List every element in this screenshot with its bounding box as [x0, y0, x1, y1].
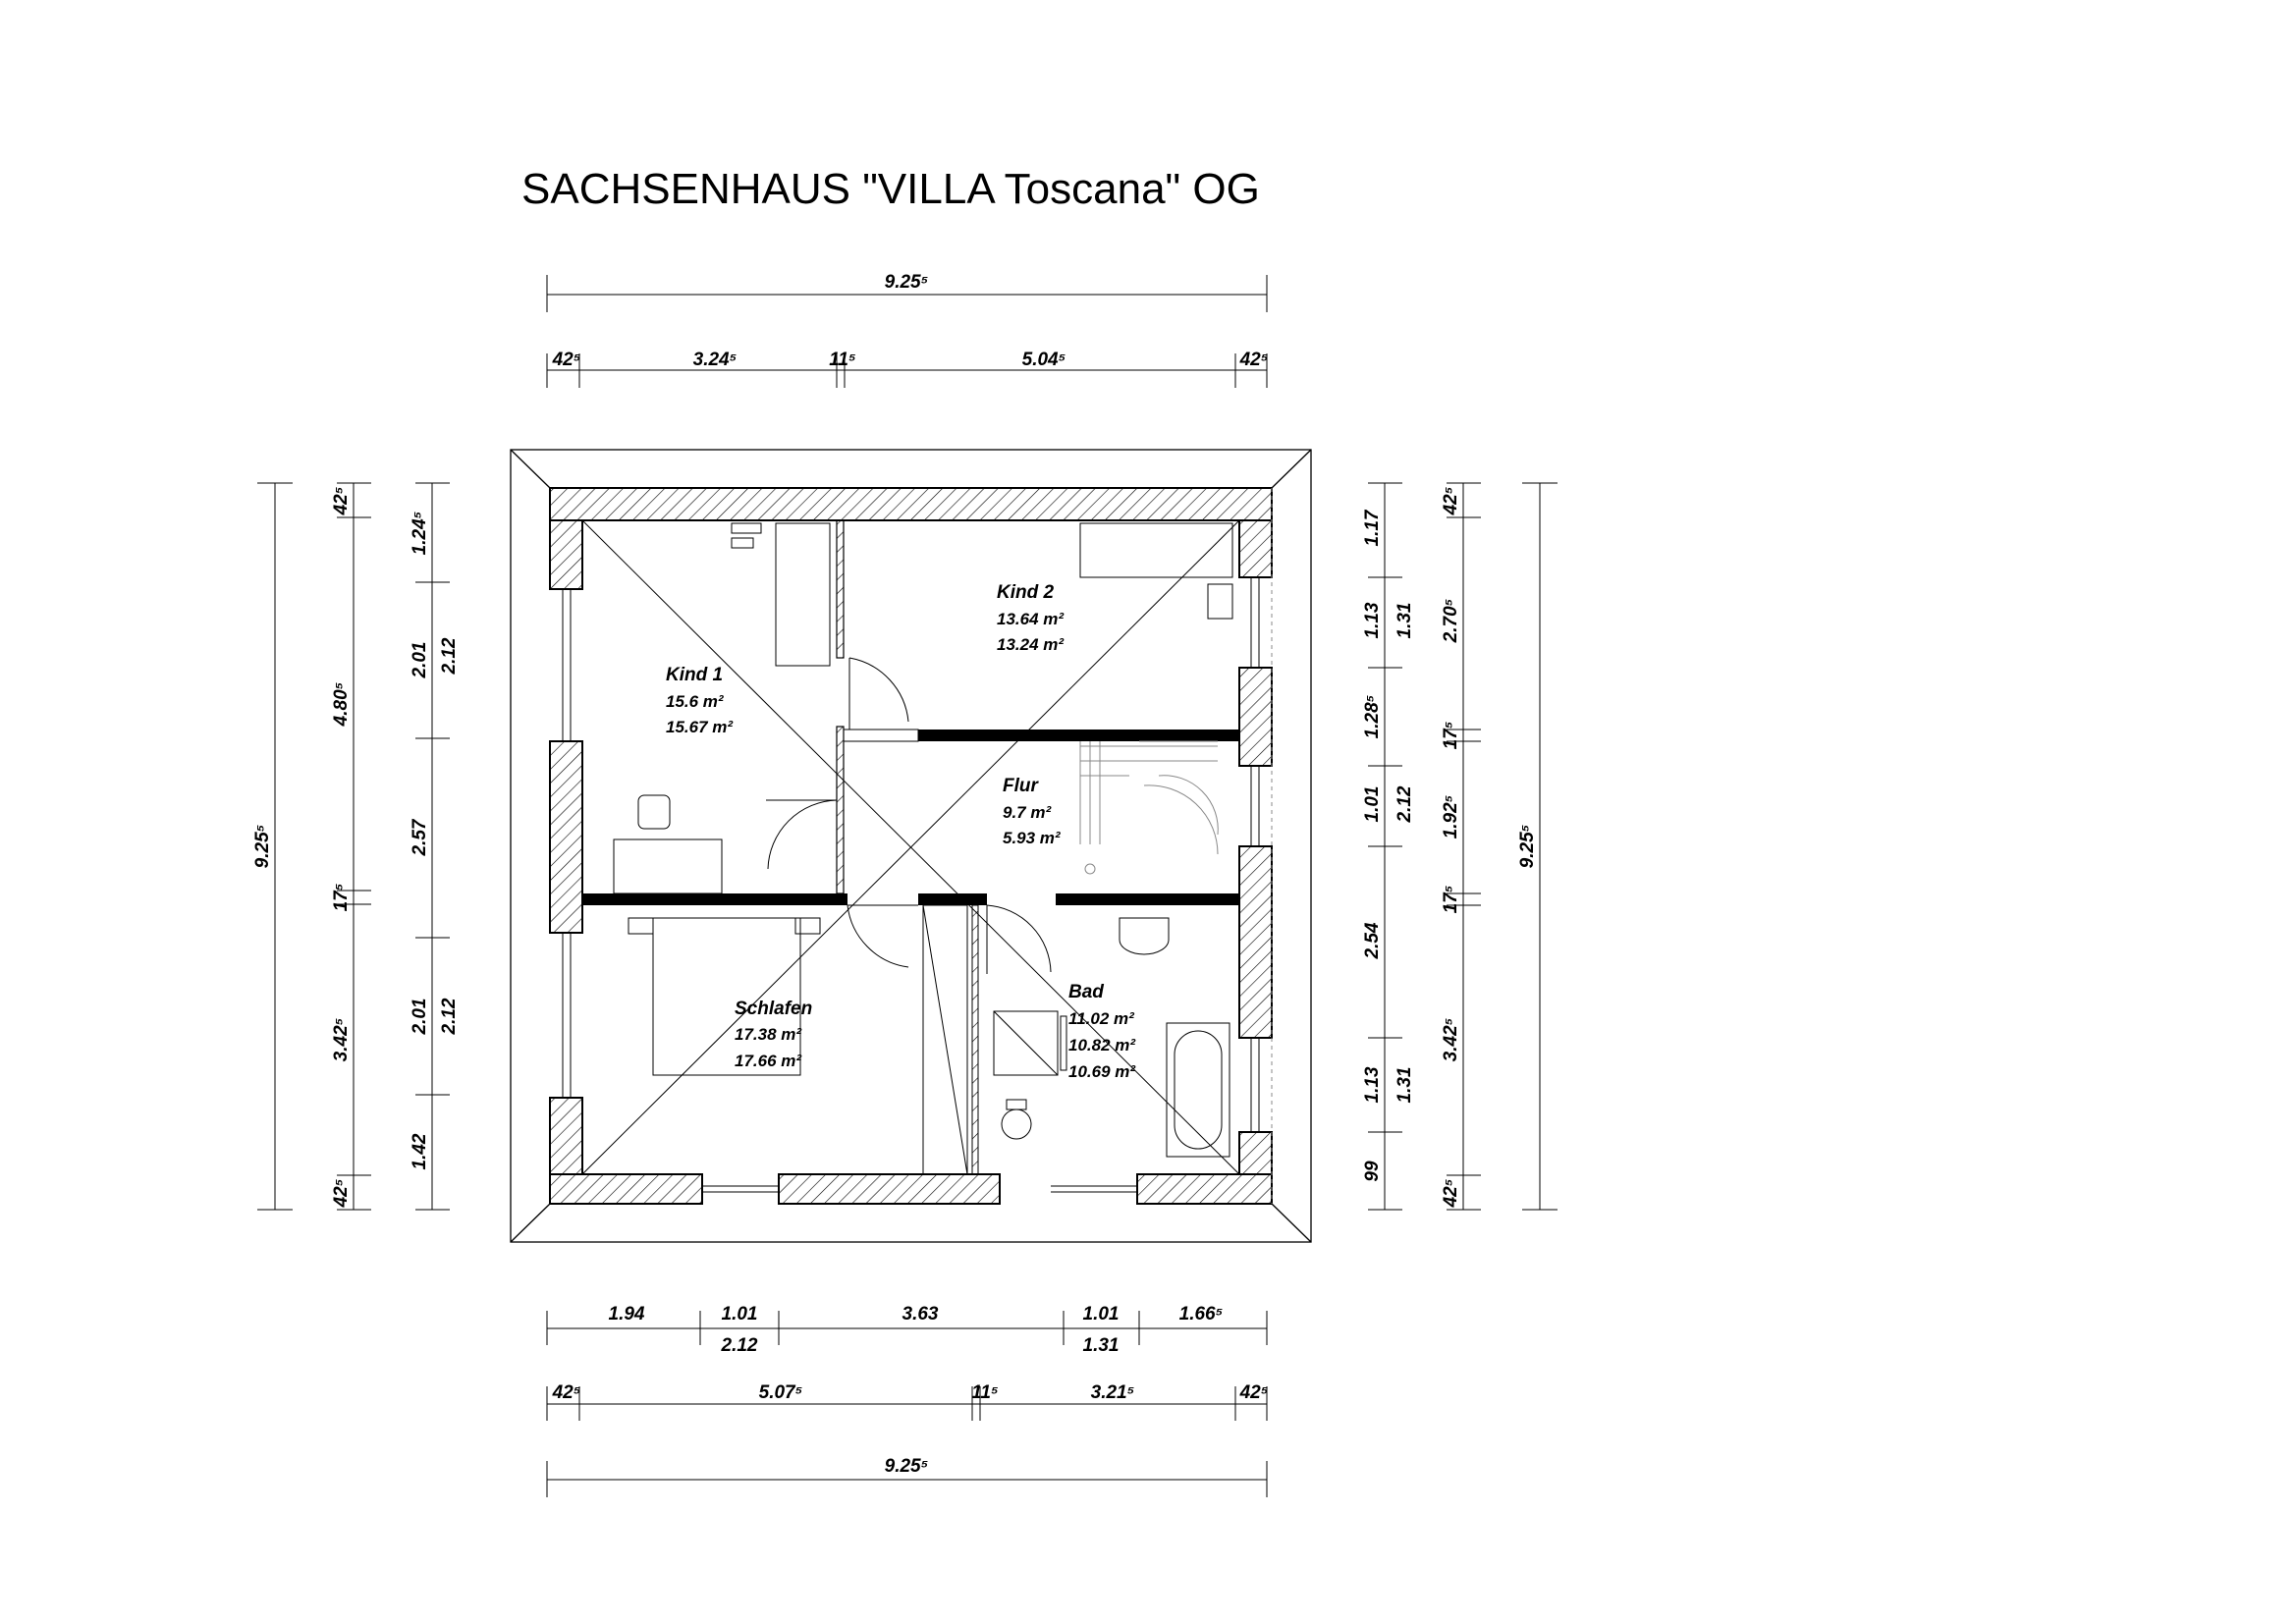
doors	[766, 657, 1052, 1175]
dimension-label: 42⁵	[1441, 487, 1461, 516]
dimension-label: 5.04⁵	[1022, 350, 1066, 370]
dimension-label: 42⁵	[552, 350, 581, 370]
dimension-label: 5.07⁵	[759, 1382, 803, 1403]
dimension-label: 11⁵	[829, 350, 855, 370]
dimension-label: 9.25⁵	[885, 1456, 929, 1477]
dimension-label: 2.70⁵	[1441, 599, 1461, 644]
dimension-label: 3.63	[902, 1304, 939, 1325]
drawing-title: SACHSENHAUS "VILLA Toscana" OG	[521, 165, 1260, 213]
dimension-label: 3.24⁵	[693, 350, 738, 370]
room-kind-1: Kind 1 15.6 m² 15.67 m²	[666, 665, 734, 736]
dimension-bottom-total: 9.25⁵	[546, 1456, 1268, 1497]
dimension-label: 17⁵	[331, 884, 352, 912]
room-name: Schlafen	[735, 999, 812, 1019]
room-area: 15.67 m²	[666, 718, 734, 736]
room-name: Bad	[1068, 982, 1104, 1002]
dimension-label: 2.57	[410, 818, 430, 856]
dimension-label: 42⁵	[1441, 1179, 1461, 1209]
roof-hip-lines	[581, 519, 1240, 1175]
dimension-label: 3.21⁵	[1091, 1382, 1135, 1403]
dimension-label: 42⁵	[331, 1179, 352, 1209]
dimension-left-col2: 1.24⁵ 2.01 2.57 2.01 1.42 2.12 2.12	[410, 482, 460, 1211]
dimension-label: 9.25⁵	[1517, 825, 1538, 869]
dimension-bottom-row1: 1.94 1.01 3.63 1.01 1.66⁵ 2.12 1.31	[546, 1304, 1268, 1356]
dimension-label: 1.17	[1362, 509, 1383, 546]
room-area: 17.38 m²	[735, 1025, 802, 1044]
dimension-left-total: 9.25⁵	[252, 482, 293, 1211]
dimension-left-col1: 42⁵ 4.80⁵ 17⁵ 3.42⁵ 42⁵	[331, 482, 371, 1211]
dimension-label: 1.24⁵	[410, 512, 430, 556]
room-name: Kind 1	[666, 665, 723, 685]
room-flur: Flur 9.7 m² 5.93 m²	[1003, 776, 1062, 847]
dimension-label: 42⁵	[552, 1382, 581, 1403]
dimension-label: 3.42⁵	[1441, 1018, 1461, 1062]
dimension-label: 9.25⁵	[252, 825, 273, 869]
room-area: 10.82 m²	[1068, 1036, 1136, 1054]
dimension-label: 1.31	[1394, 1067, 1415, 1104]
dimension-right-col1: 1.17 1.13 1.28⁵ 1.01 2.54 1.13 99 1.31 2…	[1362, 482, 1415, 1211]
dimension-label: 1.31	[1394, 603, 1415, 639]
roof-outline	[510, 449, 1312, 1243]
interior-walls	[582, 519, 1239, 1175]
dimension-label: 3.42⁵	[331, 1018, 352, 1062]
room-name: Flur	[1003, 776, 1039, 796]
dimension-label: 11⁵	[971, 1382, 998, 1403]
room-area: 5.93 m²	[1003, 829, 1062, 847]
dimension-label: 2.01	[410, 999, 430, 1036]
furniture	[613, 522, 1233, 1158]
dimension-right-total: 9.25⁵	[1517, 482, 1558, 1211]
windows	[562, 488, 1273, 1204]
dimension-label: 42⁵	[331, 487, 352, 516]
room-area: 13.24 m²	[997, 635, 1065, 654]
room-area: 15.6 m²	[666, 692, 725, 711]
dimension-label: 2.12	[439, 998, 460, 1035]
dimension-bottom-row2: 42⁵ 5.07⁵ 11⁵ 3.21⁵ 42⁵	[546, 1382, 1269, 1421]
dimension-label: 1.66⁵	[1179, 1304, 1224, 1325]
dimension-label: 42⁵	[1239, 1382, 1269, 1403]
dimension-label: 1.28⁵	[1362, 695, 1383, 739]
room-name: Kind 2	[997, 582, 1054, 603]
dimension-label: 2.54	[1362, 922, 1383, 959]
dimension-label: 42⁵	[1239, 350, 1269, 370]
dimension-label: 1.31	[1083, 1335, 1120, 1356]
dimension-label: 99	[1362, 1161, 1383, 1182]
dimension-label: 1.01	[722, 1304, 758, 1325]
room-area: 9.7 m²	[1003, 803, 1052, 822]
room-bad: Bad 11.02 m² 10.82 m² 10.69 m²	[1068, 982, 1136, 1081]
room-area: 17.66 m²	[735, 1052, 802, 1070]
dimension-label: 1.42	[410, 1133, 430, 1169]
staircase	[1079, 740, 1219, 875]
dimension-label: 2.01	[410, 642, 430, 679]
dimension-right-col3: 42⁵ 2.70⁵ 17⁵ 1.92⁵ 17⁵ 3.42⁵ 42⁵	[1441, 482, 1481, 1211]
dimension-label: 2.12	[1394, 785, 1415, 823]
dimension-label: 2.12	[721, 1335, 758, 1356]
dimension-label: 1.92⁵	[1441, 795, 1461, 839]
exterior-walls	[549, 487, 1273, 1205]
dimension-label: 1.94	[609, 1304, 645, 1325]
dimension-label: 1.01	[1083, 1304, 1120, 1325]
dimension-label: 2.12	[439, 637, 460, 675]
room-kind-2: Kind 2 13.64 m² 13.24 m²	[997, 582, 1065, 654]
dimension-label: 1.01	[1362, 786, 1383, 823]
dimension-top-total: 9.25⁵	[546, 272, 1268, 312]
dimension-top-row: 42⁵ 3.24⁵ 11⁵ 5.04⁵ 42⁵	[546, 350, 1269, 388]
dimension-label: 1.13	[1362, 602, 1383, 638]
dimension-label: 4.80⁵	[331, 682, 352, 728]
dimension-label: 1.13	[1362, 1066, 1383, 1103]
room-area: 11.02 m²	[1068, 1009, 1135, 1028]
dimension-label: 17⁵	[1441, 886, 1461, 914]
room-schlafen: Schlafen 17.38 m² 17.66 m²	[735, 999, 812, 1070]
room-area: 10.69 m²	[1068, 1062, 1136, 1081]
room-area: 13.64 m²	[997, 610, 1065, 628]
dimension-label: 9.25⁵	[885, 272, 929, 293]
dimension-label: 17⁵	[1441, 722, 1461, 750]
